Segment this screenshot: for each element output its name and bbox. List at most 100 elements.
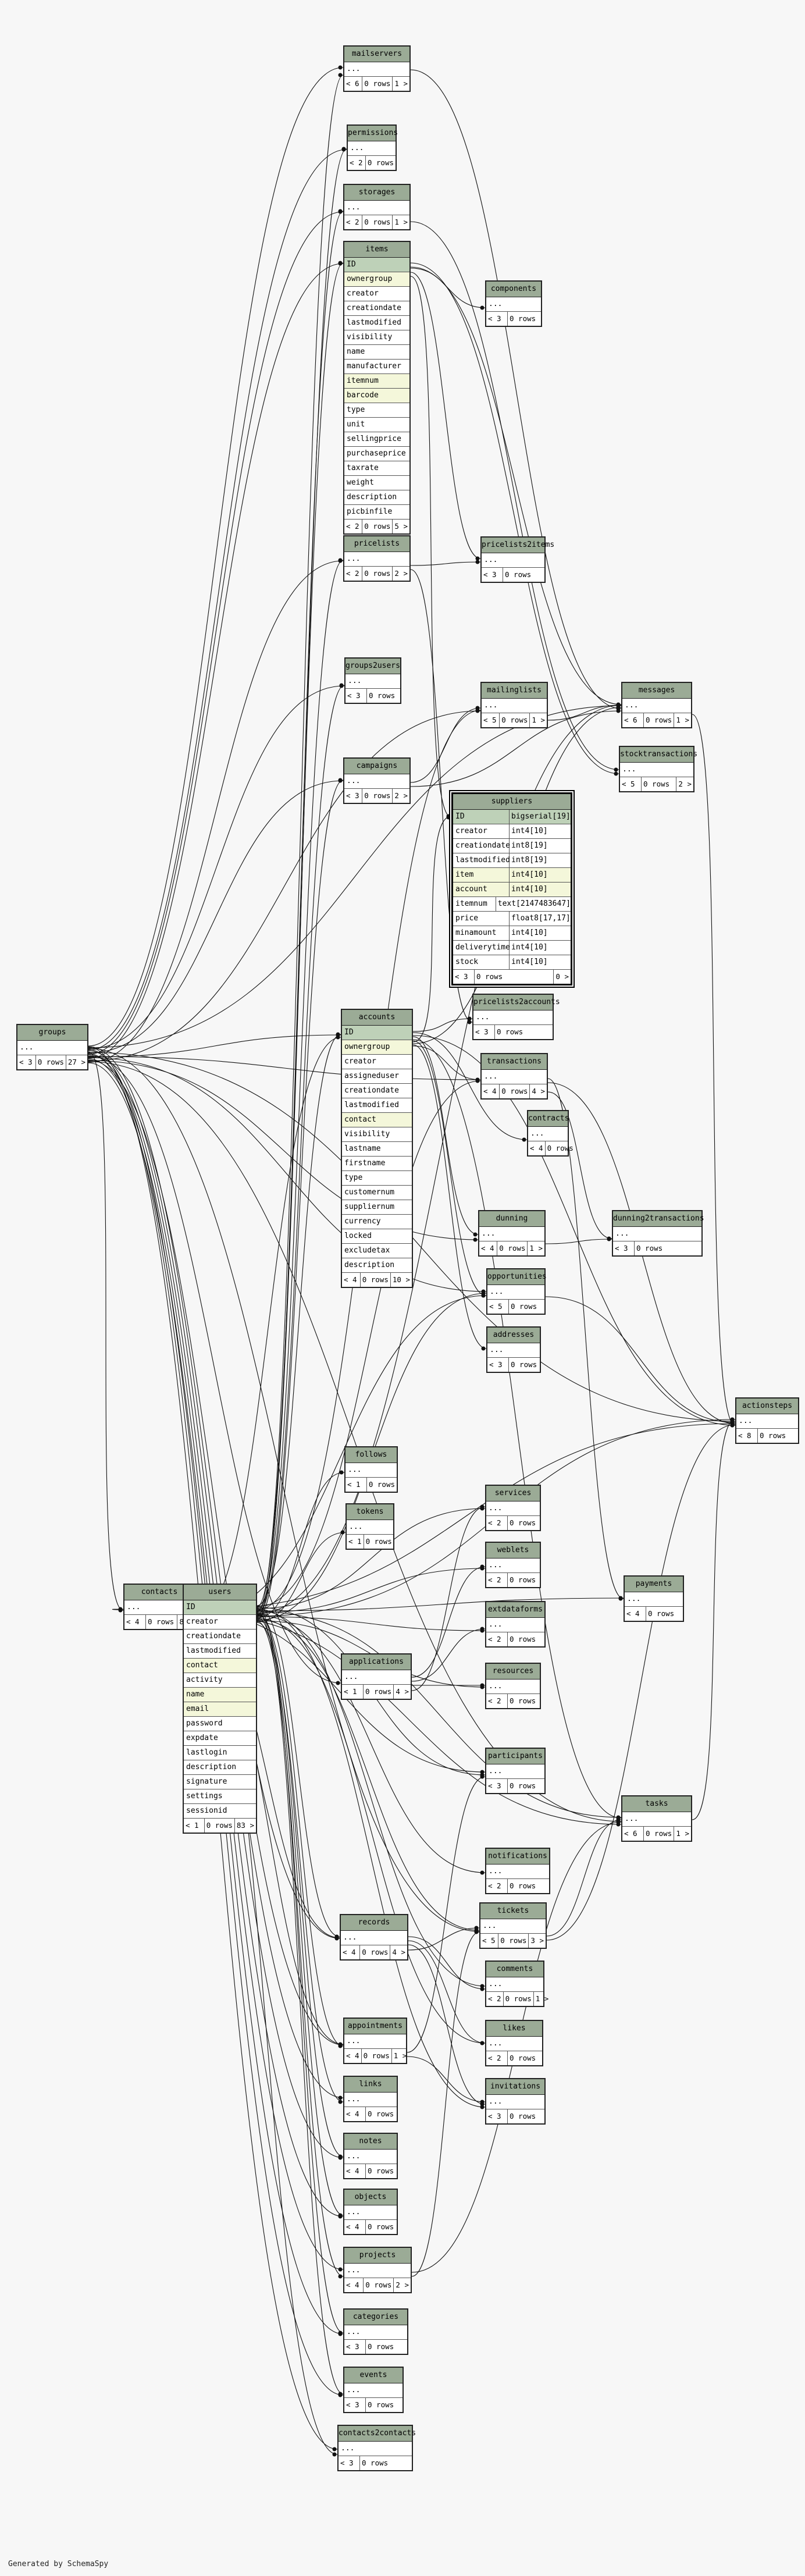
table-title[interactable]: notifications [486,1849,549,1865]
table-title[interactable]: weblets [486,1543,540,1559]
edge-endpoint-marker [474,1926,479,1930]
table-title[interactable]: addresses [487,1328,540,1343]
column-name: ID [455,810,510,824]
table-title[interactable]: projects [344,2248,411,2264]
table-title[interactable]: actionsteps [736,1399,798,1414]
table-title[interactable]: objects [344,2190,397,2205]
table-title[interactable]: opportunities [487,1269,547,1285]
table-title[interactable]: campaigns [344,759,409,774]
table-title[interactable]: components [486,282,541,297]
table-title[interactable]: payments [625,1577,683,1592]
edge-endpoint-marker [336,1681,340,1685]
table-title[interactable]: invitations [486,2079,544,2095]
table-title[interactable]: tokens [347,1504,393,1520]
table-title[interactable]: contacts2contacts [339,2426,416,2442]
table-title[interactable]: services [486,1486,540,1502]
table-title[interactable]: groups [17,1025,87,1041]
table-title[interactable]: tickets [480,1903,546,1919]
row-count: 0 rows [498,1934,529,1948]
table-title[interactable]: pricelists2accounts [473,995,560,1011]
table-title[interactable]: likes [486,2021,542,2037]
table-title[interactable]: comments [486,1962,543,1977]
table-title[interactable]: applications [342,1655,411,1670]
table-title[interactable]: dunning2transactions [613,1211,704,1227]
table-title[interactable]: pricelists [344,536,409,552]
table-title[interactable]: extdataforms [486,1602,544,1618]
table-title[interactable]: accounts [342,1010,412,1026]
table-title[interactable]: items [344,242,409,258]
table-title[interactable]: permissions [348,126,398,141]
table-title[interactable]: events [344,2368,403,2383]
table-title[interactable]: transactions [482,1054,547,1070]
table-title[interactable]: pricelists2items [482,538,554,553]
table-title[interactable]: mailservers [344,47,409,62]
table-title[interactable]: users [184,1585,256,1600]
table-title[interactable]: suppliers [453,794,571,810]
table-title[interactable]: groups2users [345,659,400,674]
table-title[interactable]: stocktransactions [620,747,697,763]
table-title[interactable]: participants [486,1749,544,1764]
table-title[interactable]: links [344,2077,397,2093]
table-title[interactable]: records [341,1915,407,1931]
table-title[interactable]: tasks [622,1796,691,1812]
table-title[interactable]: storages [344,185,409,201]
table-title[interactable]: appointments [344,2019,406,2034]
table-title[interactable]: mailinglists [482,683,547,699]
table-title[interactable]: categories [344,2310,407,2325]
table-title[interactable]: resources [486,1664,540,1680]
table-title[interactable]: messages [622,683,691,699]
table-title[interactable]: dunning [479,1211,544,1227]
table-title[interactable]: contracts [528,1111,569,1127]
table-title[interactable]: follows [345,1447,397,1463]
table-title[interactable]: notes [344,2134,397,2150]
